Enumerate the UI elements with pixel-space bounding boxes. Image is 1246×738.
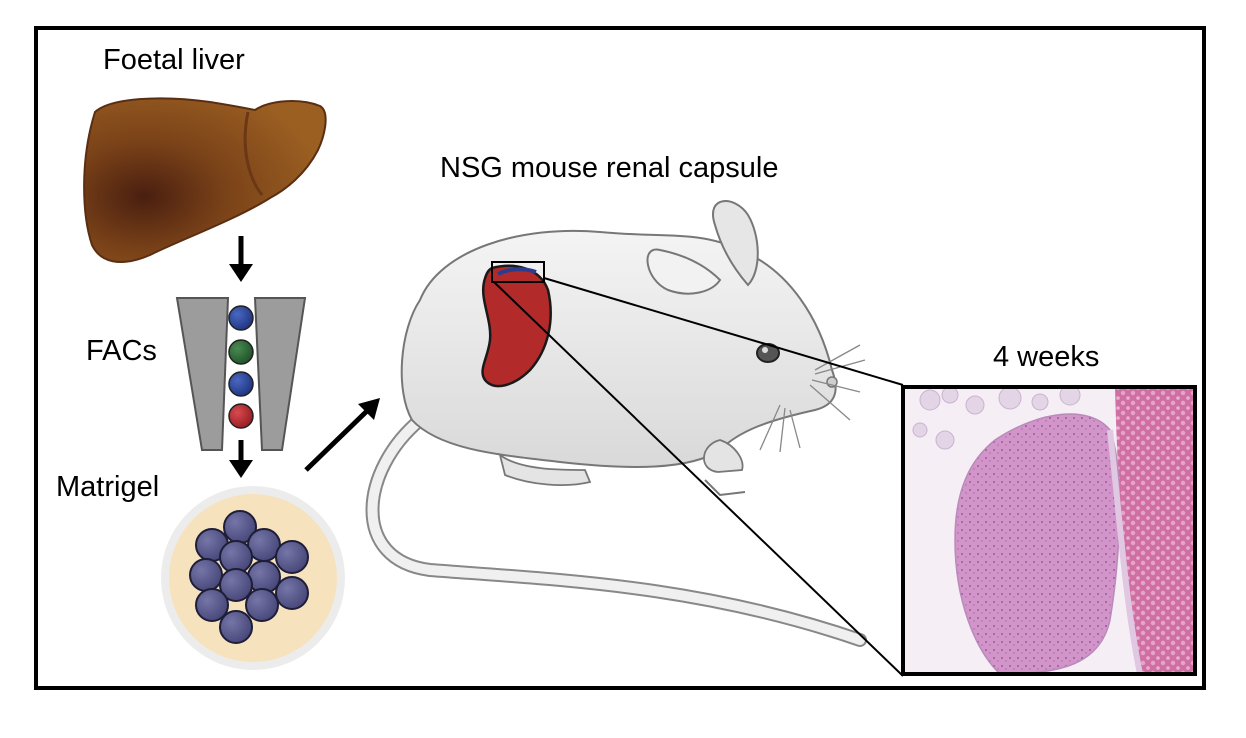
matrigel-dish-icon: [161, 486, 345, 670]
liver-icon: [83, 97, 327, 263]
facs-label: FACs: [86, 335, 157, 367]
matrigel-label: Matrigel: [56, 471, 160, 503]
zoom-lines: [493, 277, 904, 677]
facs-sorter-icon: [175, 297, 307, 451]
mouse-icon: [365, 200, 867, 647]
foetal-liver-label: Foetal liver: [103, 44, 245, 76]
kidney-icon: [481, 261, 552, 388]
timepoint-label: 4 weeks: [993, 341, 1100, 373]
organoid-cluster: [189, 510, 309, 644]
arrow-diagonal-icon: [304, 398, 380, 472]
histology-image: [901, 385, 1197, 676]
arrow-down-icon: [229, 440, 253, 478]
mouse-label: NSG mouse renal capsule: [440, 152, 779, 184]
arrow-down-icon: [229, 236, 253, 282]
